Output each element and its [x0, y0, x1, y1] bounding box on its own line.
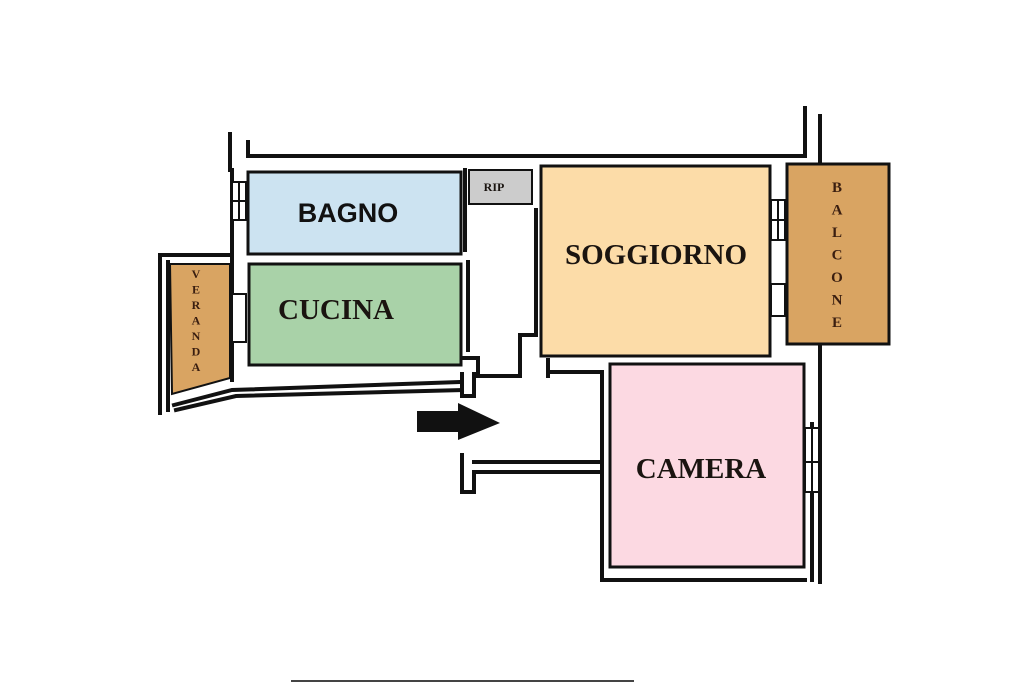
- label-letter: V: [192, 267, 201, 281]
- room-cucina[interactable]: CUCINA: [247, 262, 463, 367]
- room-balcone-area: [785, 162, 891, 346]
- wall-entry-stub: [460, 372, 476, 398]
- label-letter: B: [832, 180, 842, 196]
- room-soggiorno-area: [539, 164, 772, 358]
- wall-corridor: [460, 168, 538, 378]
- room-cucina-label: CUCINA: [278, 294, 394, 326]
- room-camera-area: [608, 362, 806, 569]
- label-letter: C: [832, 248, 843, 264]
- wall-top: [228, 106, 807, 172]
- window-cucina: [231, 293, 247, 343]
- label-letter: O: [831, 270, 843, 286]
- entrance-arrow-icon: [417, 403, 500, 440]
- wall-bottom-left: [171, 379, 465, 413]
- label-letter: E: [192, 283, 200, 297]
- windows: [231, 181, 820, 493]
- window-soggiorno-2: [770, 283, 786, 317]
- label-letter: R: [192, 298, 201, 312]
- wall-entry-lower: [460, 453, 604, 494]
- room-bagno[interactable]: BAGNO: [246, 170, 463, 256]
- room-bagno-area: [246, 170, 463, 256]
- room-rip-area: [468, 169, 533, 205]
- room-veranda-area: [168, 263, 231, 396]
- room-soggiorno-label: SOGGIORNO: [565, 239, 747, 271]
- room-cucina-area: [247, 262, 463, 367]
- walls: [158, 106, 822, 584]
- label-letter: N: [192, 329, 201, 343]
- room-camera-label: CAMERA: [636, 453, 767, 485]
- label-letter: E: [832, 315, 842, 331]
- label-letter: A: [832, 203, 843, 219]
- label-letter: A: [192, 314, 201, 328]
- room-camera[interactable]: CAMERA: [608, 362, 806, 569]
- room-bagno-label: BAGNO: [298, 198, 399, 228]
- label-letter: L: [832, 225, 842, 241]
- label-letter: N: [832, 293, 843, 309]
- room-soggiorno[interactable]: SOGGIORNO: [539, 164, 772, 358]
- room-rip[interactable]: RIP: [468, 169, 533, 205]
- wall-camera-outer: [546, 358, 814, 582]
- label-letter: D: [192, 345, 201, 359]
- room-rip-label: RIP: [484, 180, 505, 194]
- label-letter: A: [192, 360, 201, 374]
- wall-veranda-outer: [158, 253, 234, 415]
